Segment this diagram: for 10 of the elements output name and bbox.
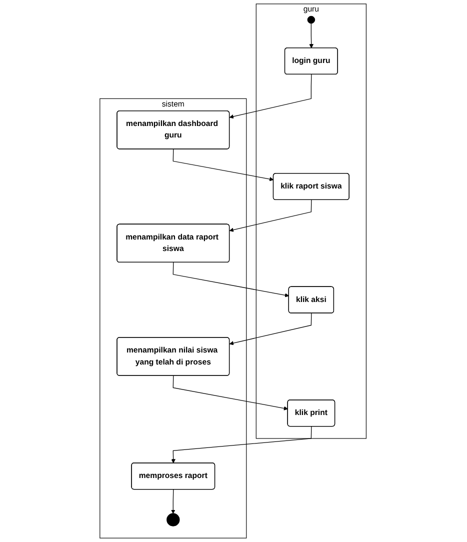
arrow <box>310 23 314 48</box>
arrow <box>173 148 274 182</box>
arrow <box>230 200 312 232</box>
arrow <box>173 375 288 410</box>
arrow <box>230 74 312 119</box>
arrow <box>172 426 312 464</box>
arrow <box>173 262 290 298</box>
arrow <box>171 489 176 514</box>
node-circle <box>308 16 316 24</box>
arrow <box>230 312 312 346</box>
